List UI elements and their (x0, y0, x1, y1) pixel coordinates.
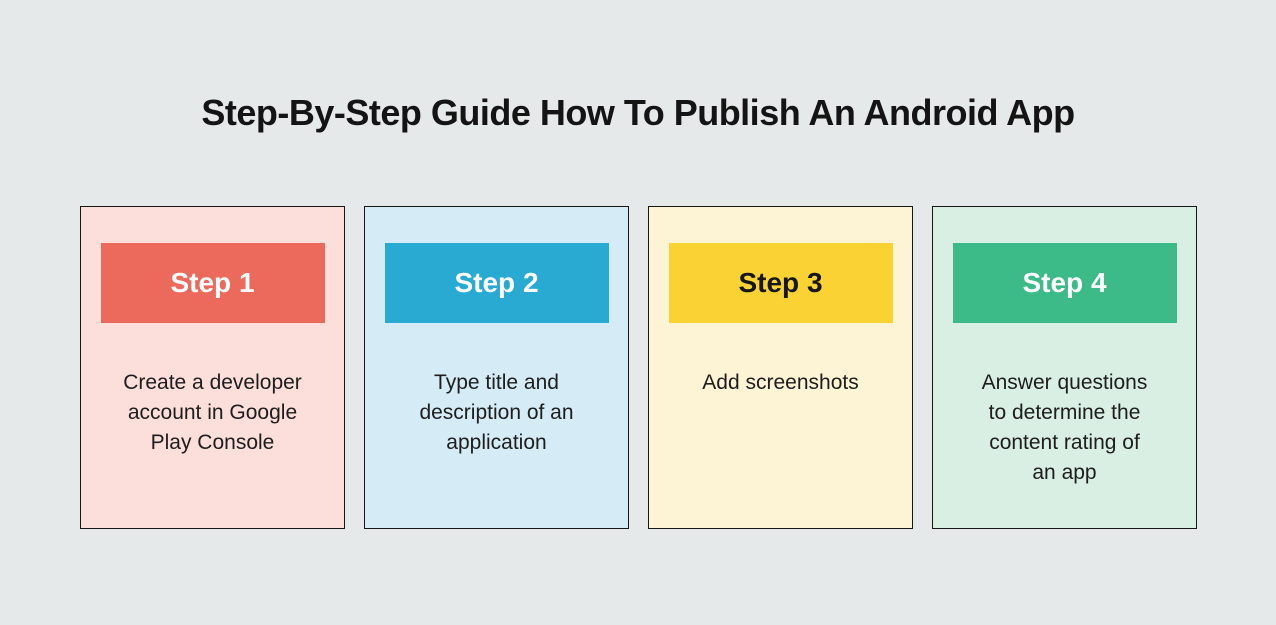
step-1-header-banner: Step 1 (100, 243, 325, 323)
step-card-3: Step 3 Add screenshots (648, 206, 913, 529)
step-2-description: Type title and description of an applica… (419, 371, 574, 454)
step-card-4: Step 4 Answer questions to determine the… (932, 206, 1197, 529)
step-card-1: Step 1 Create a developer account in Goo… (80, 206, 345, 529)
step-1-description: Create a developer account in Google Pla… (123, 371, 302, 454)
step-4-label: Step 4 (1022, 267, 1107, 298)
step-3-header-banner: Step 3 (668, 243, 893, 323)
step-card-2: Step 2 Type title and description of an … (364, 206, 629, 529)
steps-row: Step 1 Create a developer account in Goo… (80, 206, 1197, 529)
step-1-label: Step 1 (170, 267, 255, 298)
step-4-header-banner: Step 4 (952, 243, 1177, 323)
step-4-description: Answer questions to determine the conten… (981, 371, 1148, 484)
step-3-label: Step 3 (738, 267, 823, 298)
step-2-header-banner: Step 2 (384, 243, 609, 323)
page-title: Step-By-Step Guide How To Publish An And… (201, 92, 1075, 133)
step-2-label: Step 2 (454, 267, 539, 298)
step-3-description: Add screenshots (702, 371, 859, 394)
